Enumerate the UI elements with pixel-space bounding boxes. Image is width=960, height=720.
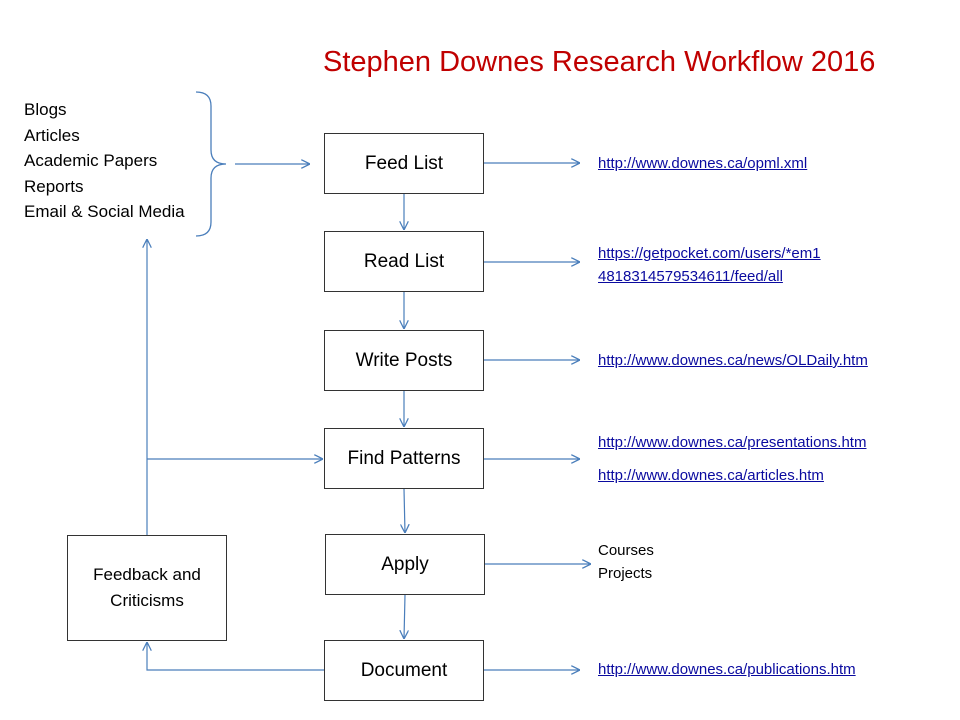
step-read-list: Read List (324, 231, 484, 292)
write-posts-link[interactable]: http://www.downes.ca/news/OLDaily.htm (598, 352, 868, 369)
apply-output-projects: Projects (598, 565, 653, 582)
step-document: Document (324, 640, 484, 701)
step-label: Feed List (364, 152, 444, 174)
arrow-document-to-feedback (147, 642, 324, 671)
apply-output-courses: Courses (598, 542, 654, 559)
read-list-link-line1[interactable]: https://getpocket.com/users/*em1 (598, 245, 821, 262)
source-item: Email & Social Media (24, 202, 185, 221)
step-label: Apply (381, 553, 429, 575)
source-item: Reports (24, 176, 84, 196)
step-label: Write Posts (355, 349, 453, 371)
feedback-line: Feedback and (93, 565, 201, 584)
feedback-box: Feedback and Criticisms (67, 535, 227, 641)
step-apply: Apply (325, 534, 485, 595)
publications-link[interactable]: http://www.downes.ca/publications.htm (598, 661, 856, 678)
step-label: Document (360, 659, 448, 681)
step-feed-list: Feed List (324, 133, 484, 194)
source-item: Blogs (24, 100, 67, 119)
articles-link[interactable]: http://www.downes.ca/articles.htm (598, 467, 824, 484)
read-list-link-line2[interactable]: 4818314579534611/feed/all (598, 268, 783, 285)
step-label: Find Patterns (347, 447, 461, 469)
source-item: Articles (24, 125, 80, 145)
arrow-apply-to-document (404, 594, 405, 639)
page-title: Stephen Downes Research Workflow 2016 (323, 46, 876, 78)
arrow-find-to-apply (404, 488, 405, 533)
feed-list-link[interactable]: http://www.downes.ca/opml.xml (598, 155, 808, 172)
sources-list: Blogs Articles Academic Papers Reports E… (24, 97, 185, 225)
step-find-patterns: Find Patterns (324, 428, 484, 489)
step-write-posts: Write Posts (324, 330, 484, 391)
source-item: Academic Papers (24, 151, 158, 170)
feedback-line: Criticisms (110, 591, 184, 610)
sources-brace (195, 91, 227, 237)
step-label: Read List (363, 250, 445, 272)
presentations-link[interactable]: http://www.downes.ca/presentations.htm (598, 434, 867, 451)
